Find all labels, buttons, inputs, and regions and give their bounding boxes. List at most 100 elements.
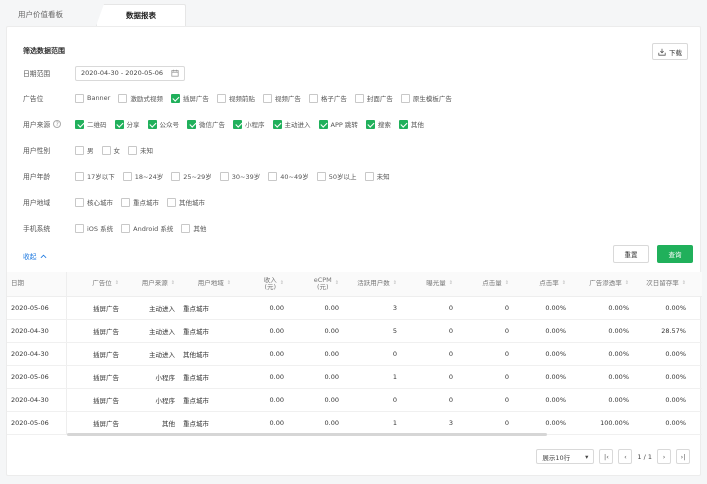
checkbox-checked-icon[interactable] bbox=[75, 119, 84, 129]
checkbox-os-2[interactable]: 其他 bbox=[181, 223, 206, 233]
checkbox-empty-icon[interactable] bbox=[121, 223, 131, 233]
checkbox-age-4[interactable]: 40~49岁 bbox=[268, 171, 309, 181]
checkbox-region-2[interactable]: 其他城市 bbox=[167, 197, 205, 207]
checkbox-checked-icon[interactable] bbox=[170, 93, 180, 103]
checkbox-os-1[interactable]: Android 系统 bbox=[121, 223, 173, 233]
download-button[interactable]: 下载 bbox=[652, 43, 688, 60]
checkbox-region-1[interactable]: 重点城市 bbox=[121, 197, 159, 207]
checkbox-age-1[interactable]: 18~24岁 bbox=[122, 171, 163, 181]
sort-icon[interactable]: ⇕ bbox=[561, 280, 566, 287]
checkbox-source-3[interactable]: 微信广告 bbox=[187, 119, 225, 129]
checkbox-age-6[interactable]: 未知 bbox=[364, 171, 390, 181]
checkbox-source-1[interactable]: 分享 bbox=[114, 119, 140, 129]
checkbox-ad-7[interactable]: 原生模板广告 bbox=[400, 93, 452, 103]
sort-icon[interactable]: ⇕ bbox=[392, 280, 397, 287]
checkbox-gender-1[interactable]: 女 bbox=[101, 145, 120, 155]
sort-icon[interactable]: ⇕ bbox=[624, 280, 629, 287]
checkbox-empty-icon[interactable] bbox=[128, 145, 137, 155]
checkbox-empty-icon[interactable] bbox=[171, 171, 181, 181]
column-header-1[interactable]: 广告位⇕ bbox=[67, 280, 123, 287]
sort-icon[interactable]: ⇕ bbox=[226, 280, 231, 287]
column-header-5[interactable]: eCPM (元)⇕ bbox=[288, 277, 343, 291]
checkbox-empty-icon[interactable] bbox=[75, 197, 84, 207]
checkbox-empty-icon[interactable] bbox=[364, 171, 374, 181]
checkbox-gender-2[interactable]: 未知 bbox=[128, 145, 153, 155]
date-range-picker[interactable]: 2020-04-30 - 2020-05-06 bbox=[75, 65, 185, 81]
checkbox-age-2[interactable]: 25~29岁 bbox=[171, 171, 212, 181]
sort-icon[interactable]: ⇕ bbox=[681, 280, 686, 287]
column-header-4[interactable]: 收入 (元)⇕ bbox=[235, 277, 288, 291]
checkbox-checked-icon[interactable] bbox=[318, 119, 328, 129]
checkbox-source-7[interactable]: 搜索 bbox=[365, 119, 391, 129]
checkbox-age-3[interactable]: 30~39岁 bbox=[219, 171, 260, 181]
checkbox-empty-icon[interactable] bbox=[101, 145, 111, 155]
checkbox-checked-icon[interactable] bbox=[398, 119, 408, 129]
checkbox-ad-6[interactable]: 封面广告 bbox=[354, 93, 393, 103]
checkbox-empty-icon[interactable] bbox=[316, 171, 326, 181]
reset-button[interactable]: 重置 bbox=[613, 245, 649, 263]
checkbox-empty-icon[interactable] bbox=[219, 171, 229, 181]
checkbox-ad-3[interactable]: 视频前贴 bbox=[216, 93, 255, 103]
horizontal-scrollbar[interactable] bbox=[67, 433, 547, 436]
checkbox-empty-icon[interactable] bbox=[308, 93, 318, 103]
checkbox-ad-1[interactable]: 激励式视频 bbox=[118, 93, 163, 103]
checkbox-os-0[interactable]: iOS 系统 bbox=[75, 223, 113, 233]
checkbox-checked-icon[interactable] bbox=[114, 119, 124, 129]
checkbox-source-6[interactable]: APP 跳转 bbox=[318, 119, 358, 129]
checkbox-empty-icon[interactable] bbox=[216, 93, 226, 103]
checkbox-empty-icon[interactable] bbox=[400, 93, 410, 103]
checkbox-empty-icon[interactable] bbox=[75, 223, 84, 233]
next-page-button[interactable]: › bbox=[657, 449, 671, 464]
checkbox-source-0[interactable]: 二维码 bbox=[75, 119, 107, 129]
checkbox-age-5[interactable]: 50岁以上 bbox=[316, 171, 357, 181]
checkbox-source-8[interactable]: 其他 bbox=[398, 119, 424, 129]
column-header-6[interactable]: 活跃用户数⇕ bbox=[343, 280, 401, 287]
checkbox-source-4[interactable]: 小程序 bbox=[233, 119, 265, 129]
checkbox-empty-icon[interactable] bbox=[121, 197, 130, 207]
column-header-10[interactable]: 广告渗透率⇕ bbox=[570, 280, 633, 287]
sort-icon[interactable]: ⇕ bbox=[114, 280, 119, 287]
checkbox-empty-icon[interactable] bbox=[122, 171, 132, 181]
tab-data-report[interactable]: 数据报表 bbox=[96, 4, 186, 26]
checkbox-ad-2[interactable]: 插屏广告 bbox=[170, 93, 209, 103]
checkbox-empty-icon[interactable] bbox=[75, 145, 84, 155]
sort-icon[interactable]: ⇕ bbox=[279, 280, 284, 287]
checkbox-source-5[interactable]: 主动进入 bbox=[272, 119, 311, 129]
page-size-select[interactable]: 展示10行 ▾ bbox=[536, 449, 595, 464]
checkbox-ad-0[interactable]: Banner bbox=[75, 93, 110, 103]
first-page-button[interactable]: |‹ bbox=[599, 449, 614, 464]
sort-icon[interactable]: ⇕ bbox=[448, 280, 453, 287]
checkbox-checked-icon[interactable] bbox=[233, 119, 242, 129]
column-header-2[interactable]: 用户来源⇕ bbox=[123, 280, 179, 287]
sort-icon[interactable]: ⇕ bbox=[170, 280, 175, 287]
checkbox-source-2[interactable]: 公众号 bbox=[147, 119, 179, 129]
checkbox-empty-icon[interactable] bbox=[354, 93, 364, 103]
column-header-9[interactable]: 点击率⇕ bbox=[513, 280, 570, 287]
checkbox-checked-icon[interactable] bbox=[187, 119, 196, 129]
prev-page-button[interactable]: ‹ bbox=[618, 449, 633, 464]
checkbox-empty-icon[interactable] bbox=[118, 93, 128, 103]
checkbox-checked-icon[interactable] bbox=[272, 119, 282, 129]
checkbox-empty-icon[interactable] bbox=[268, 171, 278, 181]
checkbox-ad-5[interactable]: 格子广告 bbox=[308, 93, 347, 103]
column-header-7[interactable]: 曝光量⇕ bbox=[401, 280, 457, 287]
checkbox-empty-icon[interactable] bbox=[262, 93, 272, 103]
last-page-button[interactable]: ›| bbox=[676, 449, 690, 464]
checkbox-ad-4[interactable]: 视频广告 bbox=[262, 93, 301, 103]
sort-icon[interactable]: ⇕ bbox=[334, 280, 339, 287]
column-header-8[interactable]: 点击量⇕ bbox=[457, 280, 513, 287]
sort-icon[interactable]: ⇕ bbox=[504, 280, 509, 287]
tab-user-value[interactable]: 用户价值看板 bbox=[18, 10, 63, 19]
checkbox-empty-icon[interactable] bbox=[167, 197, 176, 207]
checkbox-gender-0[interactable]: 男 bbox=[75, 145, 94, 155]
checkbox-empty-icon[interactable] bbox=[75, 93, 84, 103]
query-button[interactable]: 查询 bbox=[657, 245, 693, 263]
column-header-3[interactable]: 用户地域⇕ bbox=[179, 280, 235, 287]
checkbox-empty-icon[interactable] bbox=[75, 171, 84, 181]
checkbox-region-0[interactable]: 核心城市 bbox=[75, 197, 113, 207]
